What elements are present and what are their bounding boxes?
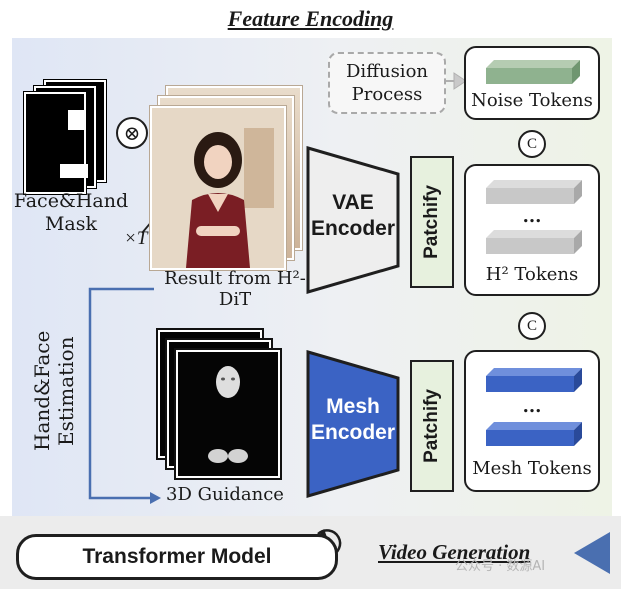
mesh-token-icon-bottom (486, 422, 582, 446)
h2-tokens-label: H² Tokens (485, 264, 579, 285)
patchify-block-bottom: Patchify (410, 360, 454, 492)
patchify-label-bottom: Patchify (421, 389, 442, 463)
h2-tokens-box: ... H² Tokens (464, 164, 600, 296)
h2-token-icon-top (486, 180, 582, 204)
noise-token-icon (486, 60, 580, 84)
noise-tokens-box: Noise Tokens (464, 46, 600, 120)
estimation-label: Hand&Face Estimation (30, 330, 78, 452)
vae-encoder-shape (306, 146, 400, 294)
times-t-label: ×T (124, 228, 148, 249)
person-photo-icon (152, 108, 284, 268)
mesh-tokens-label: Mesh Tokens (472, 458, 592, 479)
result-label: Result from H²-DiT (164, 268, 306, 310)
mask-label: Face&Hand Mask (13, 190, 129, 235)
mesh-tokens-ellipsis: ... (522, 396, 542, 417)
vae-encoder-label: VAE Encoder (310, 191, 396, 240)
multiply-icon: ⊗ (116, 117, 148, 149)
frame-card-front (149, 105, 287, 271)
guidance-card-front (174, 348, 282, 480)
watermark-text: 公众号 · 数源AI (455, 559, 546, 574)
concat-icon-bottom: C (518, 312, 546, 340)
mask-card-front (23, 91, 88, 195)
video-generation-label: Video Generation (378, 540, 531, 564)
diagram-title: Feature Encoding (227, 6, 394, 31)
diffusion-process-label: Diffusion Process (346, 61, 428, 105)
face-mask-region (68, 110, 84, 130)
noise-tokens-label: Noise Tokens (471, 90, 593, 111)
h2-tokens-ellipsis: ... (522, 206, 542, 227)
mesh-tokens-box: ... Mesh Tokens (464, 350, 600, 492)
h2-token-icon-bottom (486, 230, 582, 254)
mesh-encoder-shape (306, 350, 400, 498)
hand-mask-region (60, 164, 88, 178)
mesh-encoder-label: Mesh Encoder (310, 395, 396, 444)
diffusion-process-box: Diffusion Process (328, 52, 446, 114)
play-triangle-icon (574, 532, 610, 574)
mesh-figure-icon (208, 366, 248, 463)
concat-icon-top: C (518, 130, 546, 158)
transformer-model-box: Transformer Model (16, 534, 338, 580)
guidance-label: 3D Guidance (166, 484, 284, 505)
patchify-block-top: Patchify (410, 156, 454, 288)
patchify-label-top: Patchify (421, 185, 442, 259)
mesh-token-icon-top (486, 368, 582, 392)
